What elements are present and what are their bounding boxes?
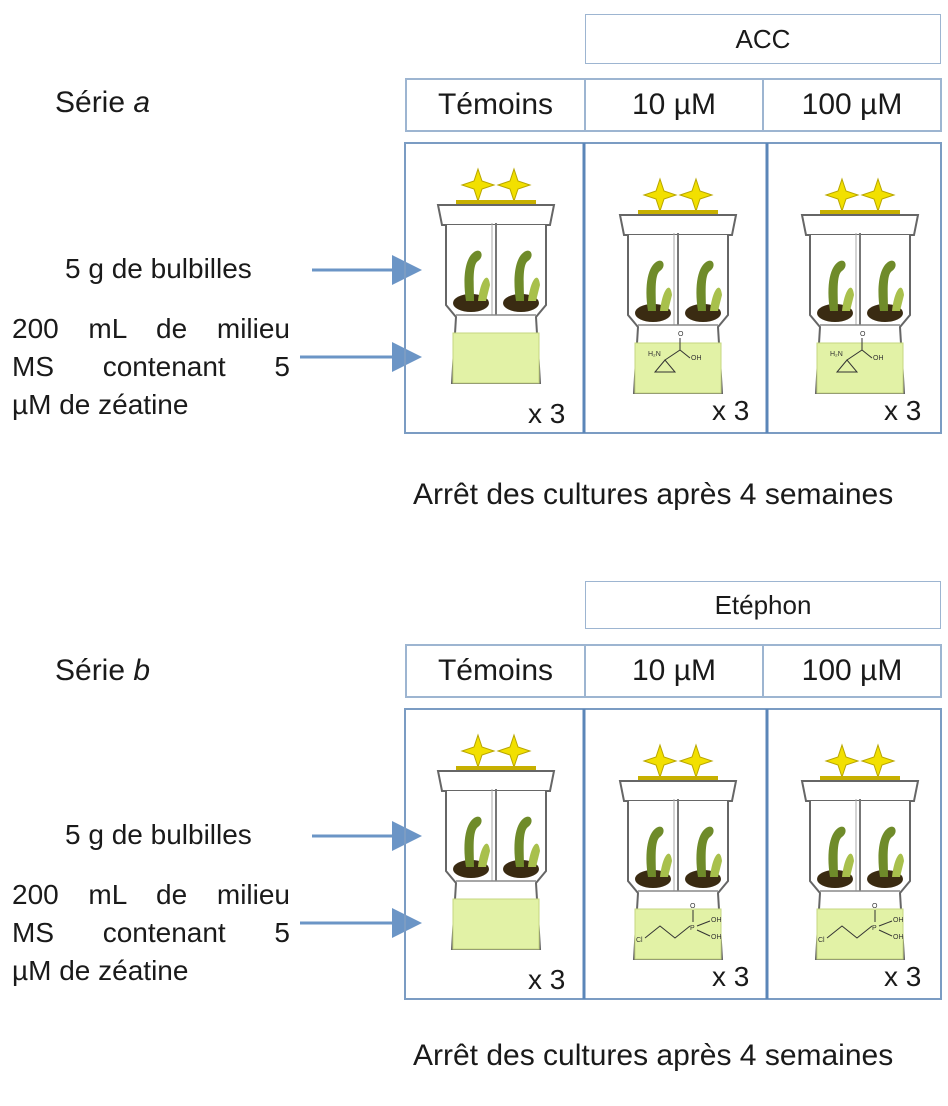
svg-text:OH: OH (691, 355, 702, 362)
svg-text:O: O (678, 331, 684, 338)
svg-text:OH: OH (893, 934, 904, 941)
series-label: Série b (55, 654, 151, 687)
svg-text:P: P (690, 925, 695, 932)
medium-label: 200 mL de milieu MS contenant 5 µM de zé… (12, 879, 290, 986)
treatment-header: ACC (585, 14, 941, 64)
svg-text:P: P (872, 925, 877, 932)
footer-note: Arrêt des cultures après 4 semaines (413, 478, 894, 511)
svg-text:H₂N: H₂N (830, 351, 843, 358)
svg-text:O: O (860, 331, 866, 338)
svg-text:O: O (872, 903, 878, 910)
svg-text:Cl: Cl (818, 937, 825, 944)
medium-label: 200 mL de milieu MS contenant 5 µM de zé… (12, 313, 290, 420)
treatment-header: Etéphon (585, 581, 941, 629)
bulbils-label: 5 g de bulbilles (65, 819, 252, 850)
header-control: Témoins (405, 78, 586, 132)
header-100um: 100 µM (762, 78, 942, 132)
svg-text:OH: OH (893, 917, 904, 924)
svg-text:OH: OH (711, 917, 722, 924)
series-a: ACC Série a Témoins 10 µM 100 µM 5 g de … (0, 0, 948, 540)
header-100um: 100 µM (762, 644, 942, 698)
replicate-count: x 3 (884, 961, 921, 992)
svg-text:OH: OH (711, 934, 722, 941)
header-control: Témoins (405, 644, 586, 698)
svg-text:OH: OH (873, 355, 884, 362)
svg-text:H₂N: H₂N (648, 351, 661, 358)
replicate-count: x 3 (528, 964, 565, 995)
svg-text:Cl: Cl (636, 937, 643, 944)
replicate-count: x 3 (528, 398, 565, 429)
svg-text:O: O (690, 903, 696, 910)
culture-panels: Cl P O OH OH Cl P O OH OH x 3 x 3 x 3 (300, 708, 942, 1000)
footer-note: Arrêt des cultures après 4 semaines (413, 1039, 894, 1072)
series-b: Etéphon Série b Témoins 10 µM 100 µM 5 g… (0, 566, 948, 1106)
replicate-count: x 3 (884, 395, 921, 426)
replicate-count: x 3 (712, 395, 749, 426)
culture-panels: H₂N OH O H₂N OH O x 3 x 3 x 3 (300, 142, 942, 434)
header-10um: 10 µM (584, 644, 764, 698)
replicate-count: x 3 (712, 961, 749, 992)
bulbils-label: 5 g de bulbilles (65, 253, 252, 284)
series-label: Série a (55, 86, 151, 119)
